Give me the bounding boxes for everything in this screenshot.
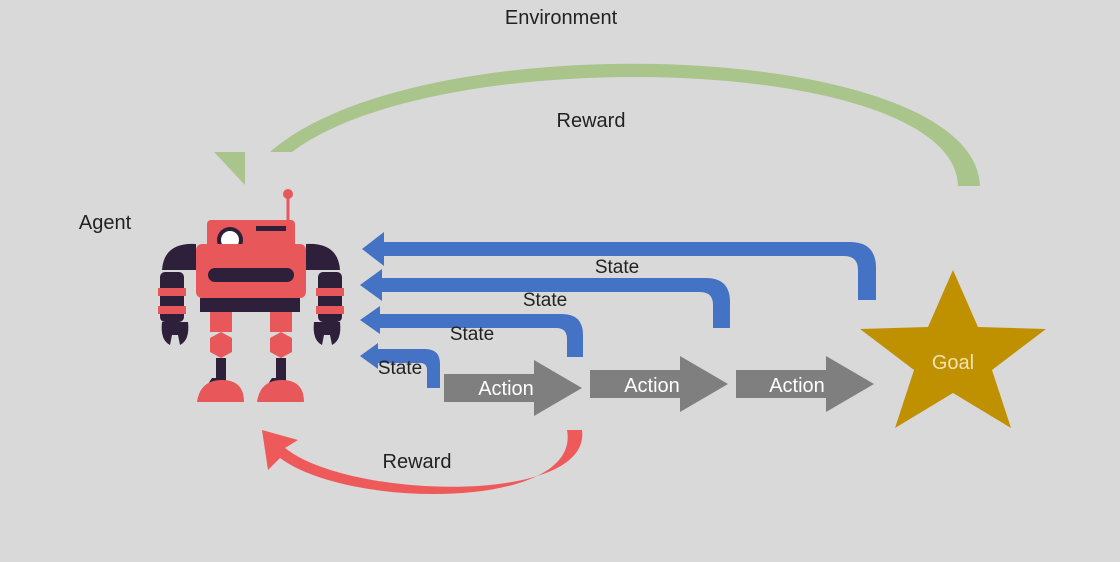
action-label-3: Action (769, 375, 825, 397)
reward-top-arrow (214, 63, 980, 186)
robot-agent-icon (158, 189, 344, 402)
state-arrows (360, 232, 876, 388)
state-arrow-3 (360, 306, 583, 357)
state-label-2: State (523, 290, 567, 311)
state-arrow-2 (360, 269, 730, 328)
action-label-1: Action (478, 378, 534, 400)
environment-label: Environment (505, 7, 618, 29)
state-label-3: State (450, 324, 494, 345)
reward-bottom-label: Reward (383, 451, 452, 473)
state-label-4: State (378, 358, 422, 379)
state-arrow-1 (362, 232, 876, 300)
action-arrow-3 (736, 356, 874, 412)
reward-top-label: Reward (557, 110, 626, 132)
goal-label: Goal (932, 352, 974, 374)
agent-label: Agent (79, 212, 132, 234)
action-arrow-2 (590, 356, 728, 412)
state-label-1: State (595, 257, 639, 278)
action-arrow-1 (444, 360, 582, 416)
reward-bottom-arrow (262, 430, 583, 495)
action-label-2: Action (624, 375, 680, 397)
state-arrow-4 (360, 343, 440, 388)
action-arrows (444, 356, 874, 416)
goal-star (860, 270, 1046, 428)
